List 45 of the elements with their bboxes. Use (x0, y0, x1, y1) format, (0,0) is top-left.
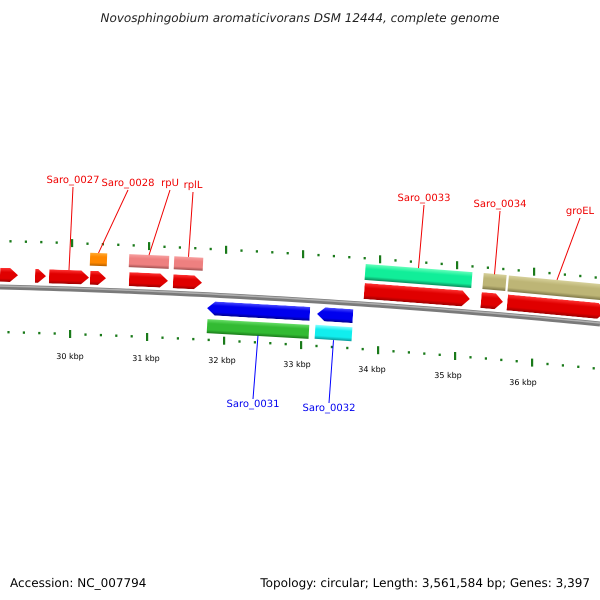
gene-segment (0, 268, 18, 282)
gene-label: Saro_0028 (102, 178, 154, 190)
gene-label: Saro_0031 (226, 399, 280, 411)
gene-block (482, 273, 507, 292)
leader-line (68, 186, 74, 270)
gene-block (507, 275, 600, 300)
gene-segment (128, 272, 168, 288)
scale-label: 32 kbp (208, 355, 236, 367)
leader-line (252, 335, 258, 400)
leader-line (556, 218, 580, 280)
gene-label: Saro_0034 (474, 199, 526, 211)
accession-text: Accession: NC_007794 (10, 576, 146, 590)
gene-segment (316, 307, 354, 324)
scale-label: 30 kbp (56, 351, 84, 363)
leader-line (494, 210, 500, 275)
gene-label: rplL (184, 180, 202, 192)
leader-line (418, 204, 424, 269)
leader-line (98, 190, 128, 254)
gene-block (90, 252, 108, 266)
gene-label: Saro_0032 (302, 403, 356, 415)
gene-segment (172, 274, 202, 290)
scale-label: 34 kbp (358, 364, 386, 376)
gene-label: groEL (566, 206, 594, 218)
gene-block (206, 318, 310, 338)
gene-label: rpU (161, 178, 179, 190)
gene-segment (480, 292, 504, 310)
gene-segment (48, 269, 90, 285)
title: Novosphingobium aromaticivorans DSM 12444, complete genome (100, 11, 500, 25)
scale-label: 31 kbp (132, 353, 160, 365)
leader-line (148, 190, 170, 256)
gene-block (314, 324, 352, 342)
gene-segment (90, 270, 106, 286)
gene-block (128, 254, 170, 269)
gene-block (364, 264, 472, 288)
scale-label: 33 kbp (283, 359, 311, 371)
gene-block (174, 256, 204, 271)
scale-label: 36 kbp (509, 377, 537, 389)
genome-info-text: Topology: circular; Length: 3,561,584 bp; Genes: 3,397 (260, 576, 590, 590)
leader-line (328, 340, 334, 404)
leader-line (188, 192, 194, 258)
gene-segment (34, 268, 46, 284)
scale-label: 35 kbp (434, 370, 462, 382)
gene-label: Saro_0033 (398, 193, 450, 205)
gene-label: Saro_0027 (46, 175, 100, 187)
gene-segment (206, 300, 310, 320)
